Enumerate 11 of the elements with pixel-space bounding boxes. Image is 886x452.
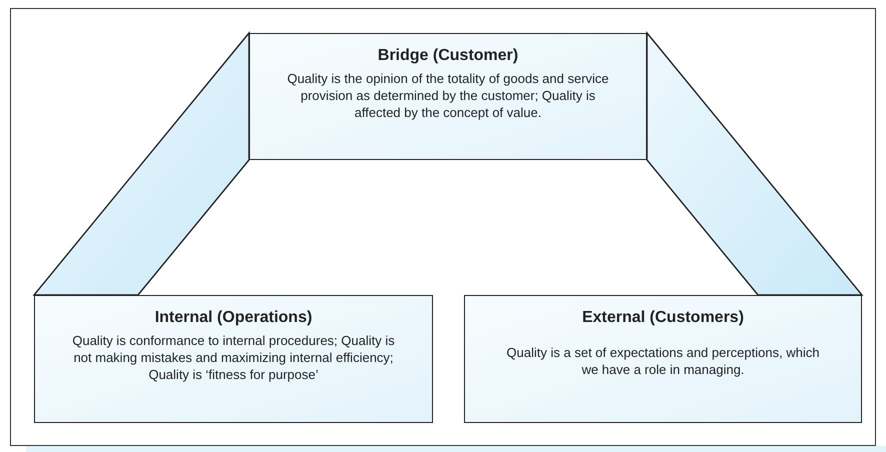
- box-heading: Internal (Operations): [154, 308, 312, 328]
- text-box: [464, 295, 862, 423]
- box-description: Quality is conformance to internal procedures; Quality is not making mistakes and maximizing internal efficiency; Quality is ‘fitness for purpose’: [71, 332, 396, 383]
- box-description: Quality is the opinion of the totality of goods and service provision as determined by the customer; Quality is affected by the concept of value.: [286, 70, 610, 121]
- text-box: [34, 295, 433, 423]
- box-heading: Bridge (Customer): [378, 46, 518, 66]
- box-heading: External (Customers): [582, 308, 744, 328]
- box-description: Quality is a set of expectations and perceptions, which we have a role in managing.: [506, 344, 820, 378]
- connecting-band: [32, 31, 250, 296]
- connecting-band: [646, 31, 864, 296]
- text-box: [249, 33, 647, 160]
